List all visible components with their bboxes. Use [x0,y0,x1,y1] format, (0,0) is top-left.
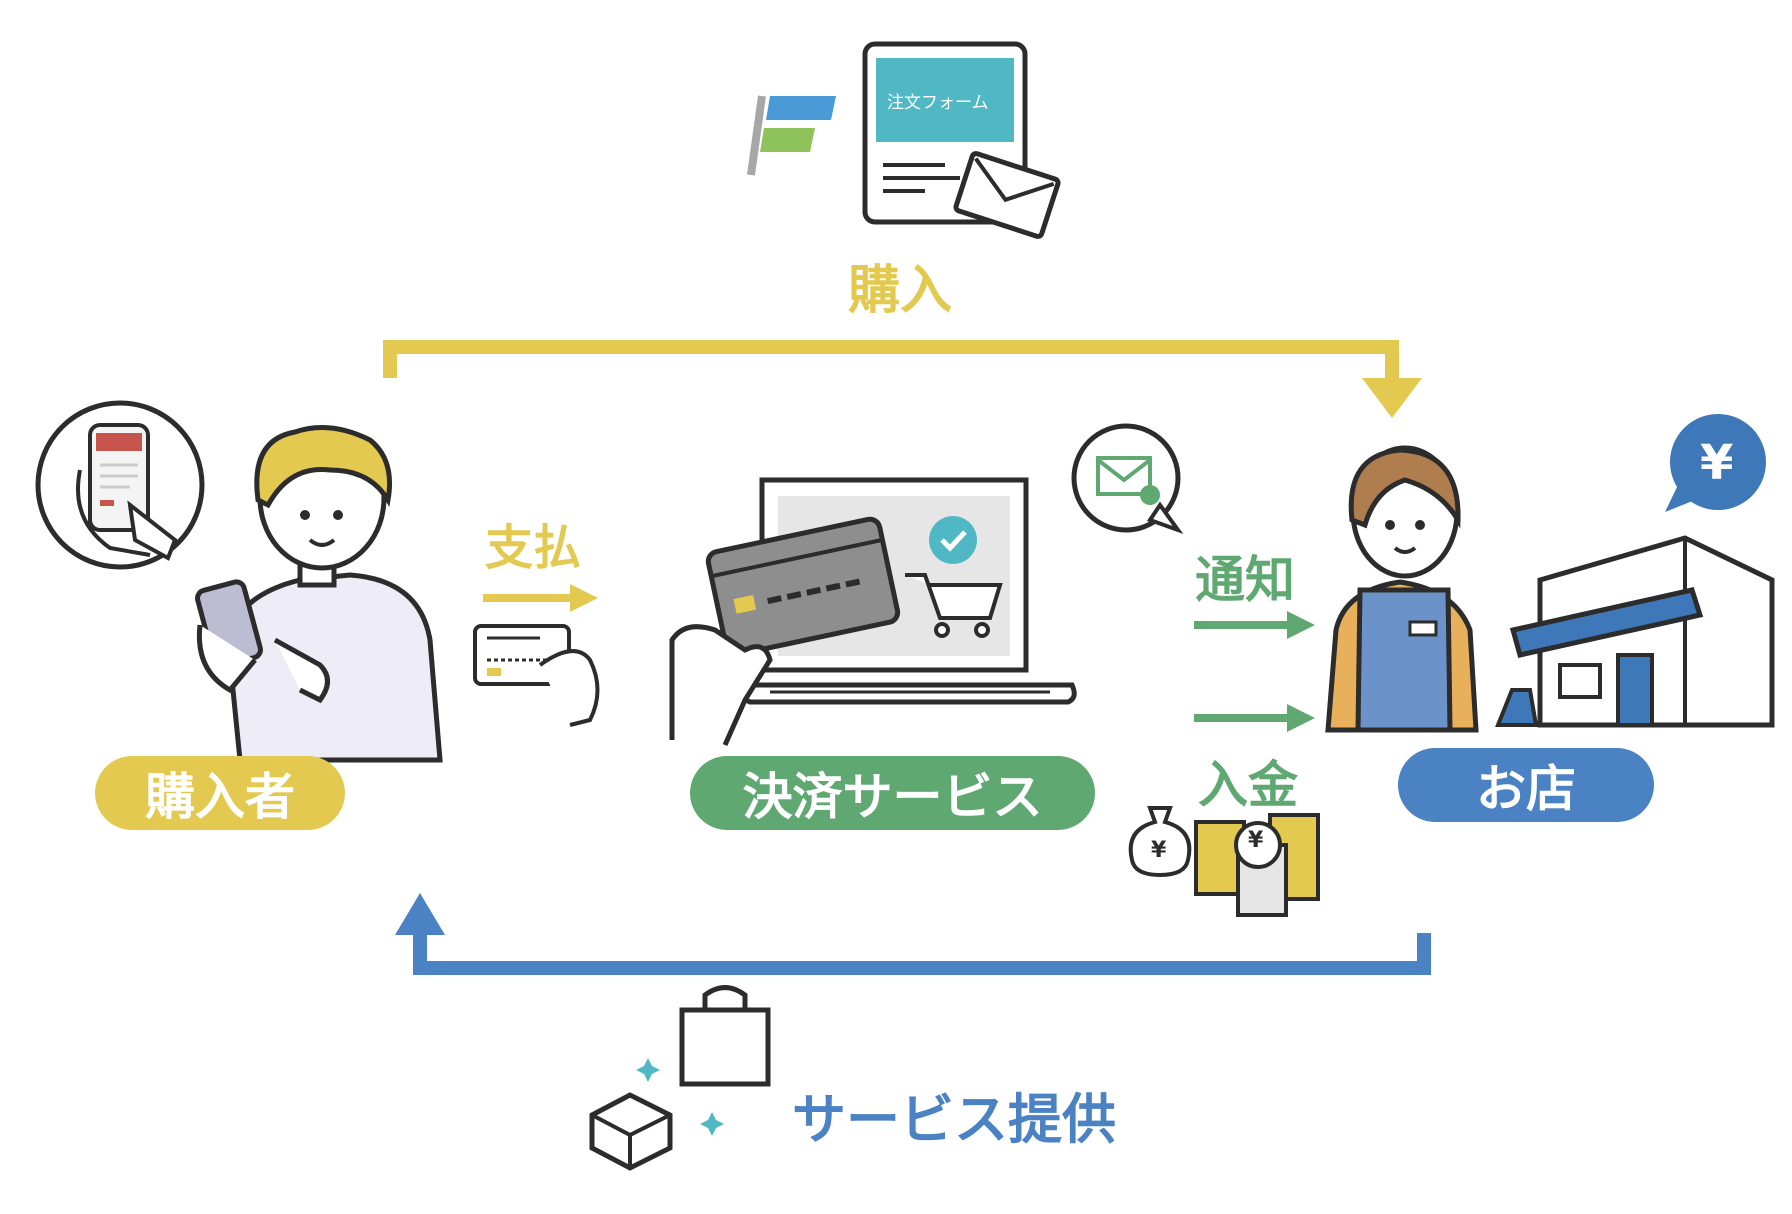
brand-logo-icon [747,95,836,176]
coin-stack-icon [1194,813,1320,917]
hand-holding-card [669,624,773,747]
deposit-label: 入金 [1198,756,1298,814]
payment-card-icon [705,516,901,658]
package-box-icon [589,1092,673,1171]
money-bag-yen-symbol: ¥ [1151,838,1167,863]
notify-label: 通知 [1195,551,1295,609]
credit-card-hand-icon [473,624,600,727]
purchase-arrow [383,340,1422,418]
store-building-icon [1495,535,1775,728]
payment-service-node: 決済サービス [690,756,1095,830]
store-clerk-illustration [1325,445,1479,733]
order-form-title: 注文フォーム [887,93,989,113]
coin-yen-symbol: ¥ [1248,828,1264,853]
cart-icon [905,573,1003,638]
envelope-icon [953,151,1061,239]
money-bag-icon [1128,806,1192,878]
sparkle-icon [636,1058,724,1136]
service-arrow [395,893,1431,975]
mail-notification-icon [1071,423,1184,535]
purchase-label: 購入 [848,261,953,321]
deposit-arrow [1194,704,1315,732]
yen-bubble-icon [1665,414,1766,512]
check-icon [929,516,977,564]
notify-arrow [1194,611,1315,639]
yen-symbol: ¥ [1700,435,1734,491]
store-node: お店 [1398,748,1654,822]
buyer-illustration [35,400,443,763]
pay-arrow [483,584,598,612]
service-provision-label: サービス提供 [792,1088,1116,1151]
shopping-bag-icon [679,985,771,1087]
buyer-node: 購入者 [95,756,345,830]
pay-label: 支払 [485,520,582,576]
